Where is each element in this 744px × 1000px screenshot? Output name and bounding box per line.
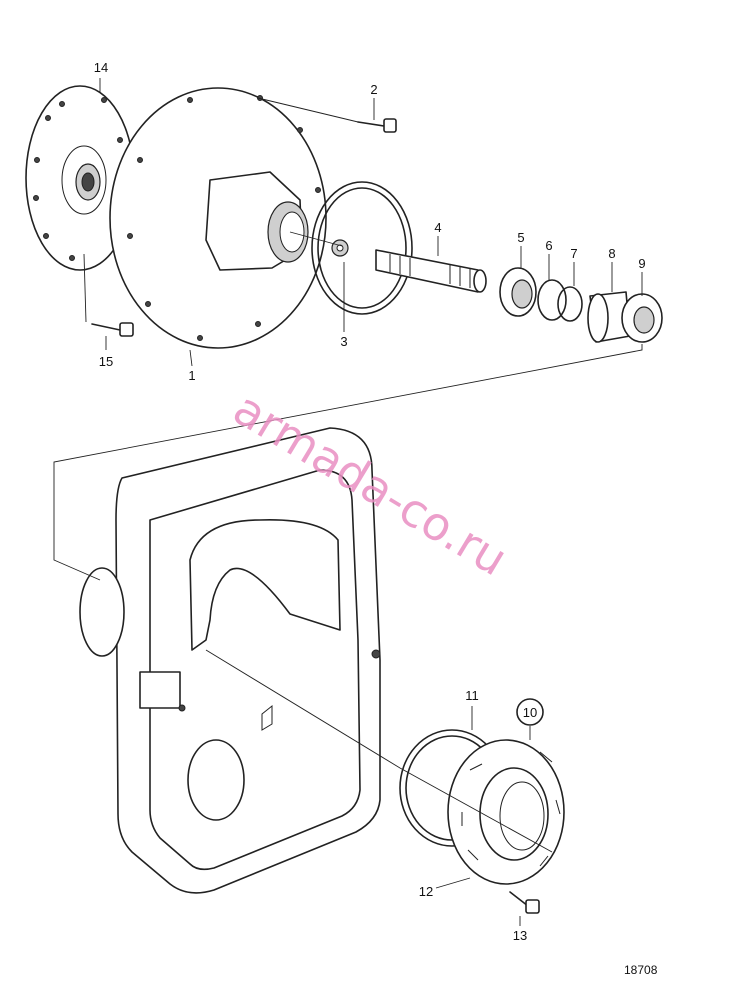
circlip-6 bbox=[537, 279, 567, 321]
figure-number: 18708 bbox=[624, 963, 658, 977]
callout-9: 9 bbox=[638, 256, 645, 271]
callout-8: 8 bbox=[608, 246, 615, 261]
circlip-7 bbox=[557, 286, 583, 322]
damper-plate-14 bbox=[25, 85, 135, 271]
callout-15: 15 bbox=[99, 354, 113, 369]
callout-7: 7 bbox=[570, 246, 577, 261]
callout-2: 2 bbox=[370, 82, 377, 97]
seal-9 bbox=[621, 293, 663, 343]
callout-10: 10 bbox=[523, 705, 537, 720]
callout-5: 5 bbox=[517, 230, 524, 245]
shaft-4 bbox=[375, 249, 487, 293]
callout-14: 14 bbox=[94, 60, 108, 75]
callout-6: 6 bbox=[545, 238, 552, 253]
callout-3: 3 bbox=[340, 334, 347, 349]
callout-13: 13 bbox=[513, 928, 527, 943]
o-ring-3 bbox=[311, 181, 413, 315]
bolt-15 bbox=[91, 322, 134, 337]
bolt-13 bbox=[509, 891, 540, 914]
callout-labels: 14 2 1 15 3 4 5 6 7 8 9 11 10 12 13 bbox=[94, 60, 646, 943]
callout-10-circle bbox=[516, 698, 544, 726]
callout-4: 4 bbox=[434, 220, 441, 235]
bolt-2 bbox=[357, 118, 397, 133]
cover-ring-10 bbox=[447, 739, 565, 885]
flywheel-cover-1 bbox=[109, 87, 327, 349]
sleeve-8 bbox=[587, 291, 631, 343]
callout-11: 11 bbox=[465, 688, 479, 703]
gear-housing bbox=[79, 427, 381, 894]
assembly-lines bbox=[53, 78, 643, 926]
callout-12: 12 bbox=[419, 884, 433, 899]
bearing-5 bbox=[499, 267, 537, 317]
callout-1: 1 bbox=[188, 368, 195, 383]
